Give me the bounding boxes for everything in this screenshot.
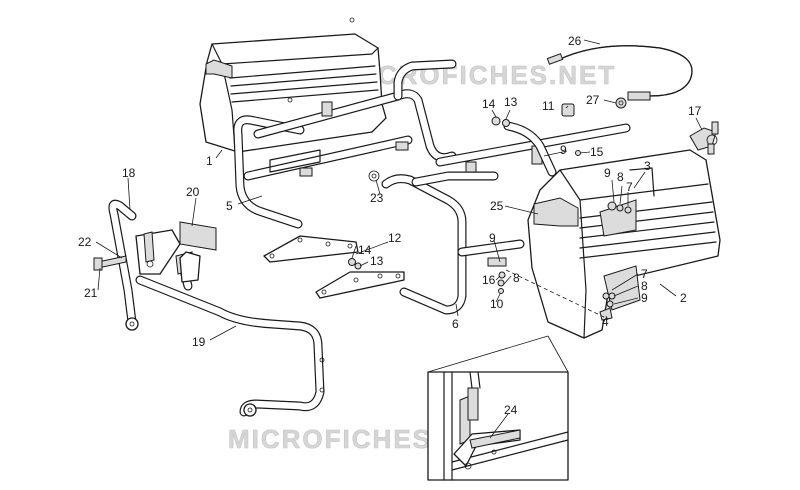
- callout-20: 20: [186, 185, 200, 199]
- callout-27: 27: [586, 93, 600, 107]
- bracket-19: [135, 251, 325, 417]
- bracket-18: [108, 199, 139, 331]
- leader-lines: [95, 39, 703, 439]
- callout-3: 3: [644, 159, 651, 173]
- callout-9-c: 9: [489, 231, 496, 245]
- callout-26: 26: [568, 34, 582, 48]
- right-side-case: [527, 149, 721, 339]
- callout-12: 12: [388, 231, 402, 245]
- callout-7-b: 7: [641, 267, 648, 281]
- callout-13-top: 13: [504, 95, 518, 109]
- callout-10: 10: [490, 297, 504, 311]
- callout-14-top: 14: [482, 97, 496, 111]
- callout-5: 5: [226, 199, 233, 213]
- callout-8-c: 8: [641, 279, 648, 293]
- mounting-plate-lower: [315, 271, 405, 299]
- screw-22-21: [93, 255, 127, 271]
- callout-17: 17: [688, 104, 702, 118]
- release-cable: [546, 45, 693, 101]
- mounting-plate-upper: [263, 235, 359, 263]
- callout-25: 25: [490, 199, 504, 213]
- callout-2: 2: [680, 291, 687, 305]
- cross-bar: [435, 121, 631, 181]
- washers-14-13-top: [491, 116, 510, 127]
- bracket-20: [135, 221, 217, 275]
- nut-27: [615, 97, 627, 109]
- callout-24: 24: [504, 403, 518, 417]
- callout-8-b: 8: [513, 271, 520, 285]
- callout-22: 22: [78, 235, 92, 249]
- right-rack-frame: [381, 171, 525, 315]
- callout-9-d: 9: [641, 291, 648, 305]
- callout-23: 23: [370, 191, 384, 205]
- callout-19: 19: [192, 335, 206, 349]
- callout-7-a: 7: [626, 180, 633, 194]
- washer-23: [368, 170, 380, 182]
- watermark-top: MICROFICHES.NET: [345, 60, 616, 90]
- detail-inset: [427, 335, 569, 481]
- callout-14-mid: 14: [358, 243, 372, 257]
- callout-21: 21: [84, 286, 98, 300]
- callout-4: 4: [602, 315, 609, 329]
- washers-14-13-mid: [348, 258, 362, 270]
- callout-9-a: 9: [560, 143, 567, 157]
- callout-6: 6: [452, 317, 459, 331]
- lock-cylinder: [689, 121, 719, 155]
- callout-18: 18: [122, 166, 136, 180]
- callout-9-b: 9: [604, 166, 611, 180]
- callout-16: 16: [482, 273, 496, 287]
- callout-8-a: 8: [617, 170, 624, 184]
- callout-13-mid: 13: [370, 254, 384, 268]
- callout-11: 11: [542, 99, 555, 113]
- screw-15: [575, 150, 581, 156]
- callout-labels: 26 27 11 14 13 17 9 15 3 9 8 7 1 18 20 5…: [78, 34, 702, 417]
- cable-clip: [561, 103, 575, 117]
- callout-1: 1: [206, 154, 213, 168]
- callout-15: 15: [590, 145, 604, 159]
